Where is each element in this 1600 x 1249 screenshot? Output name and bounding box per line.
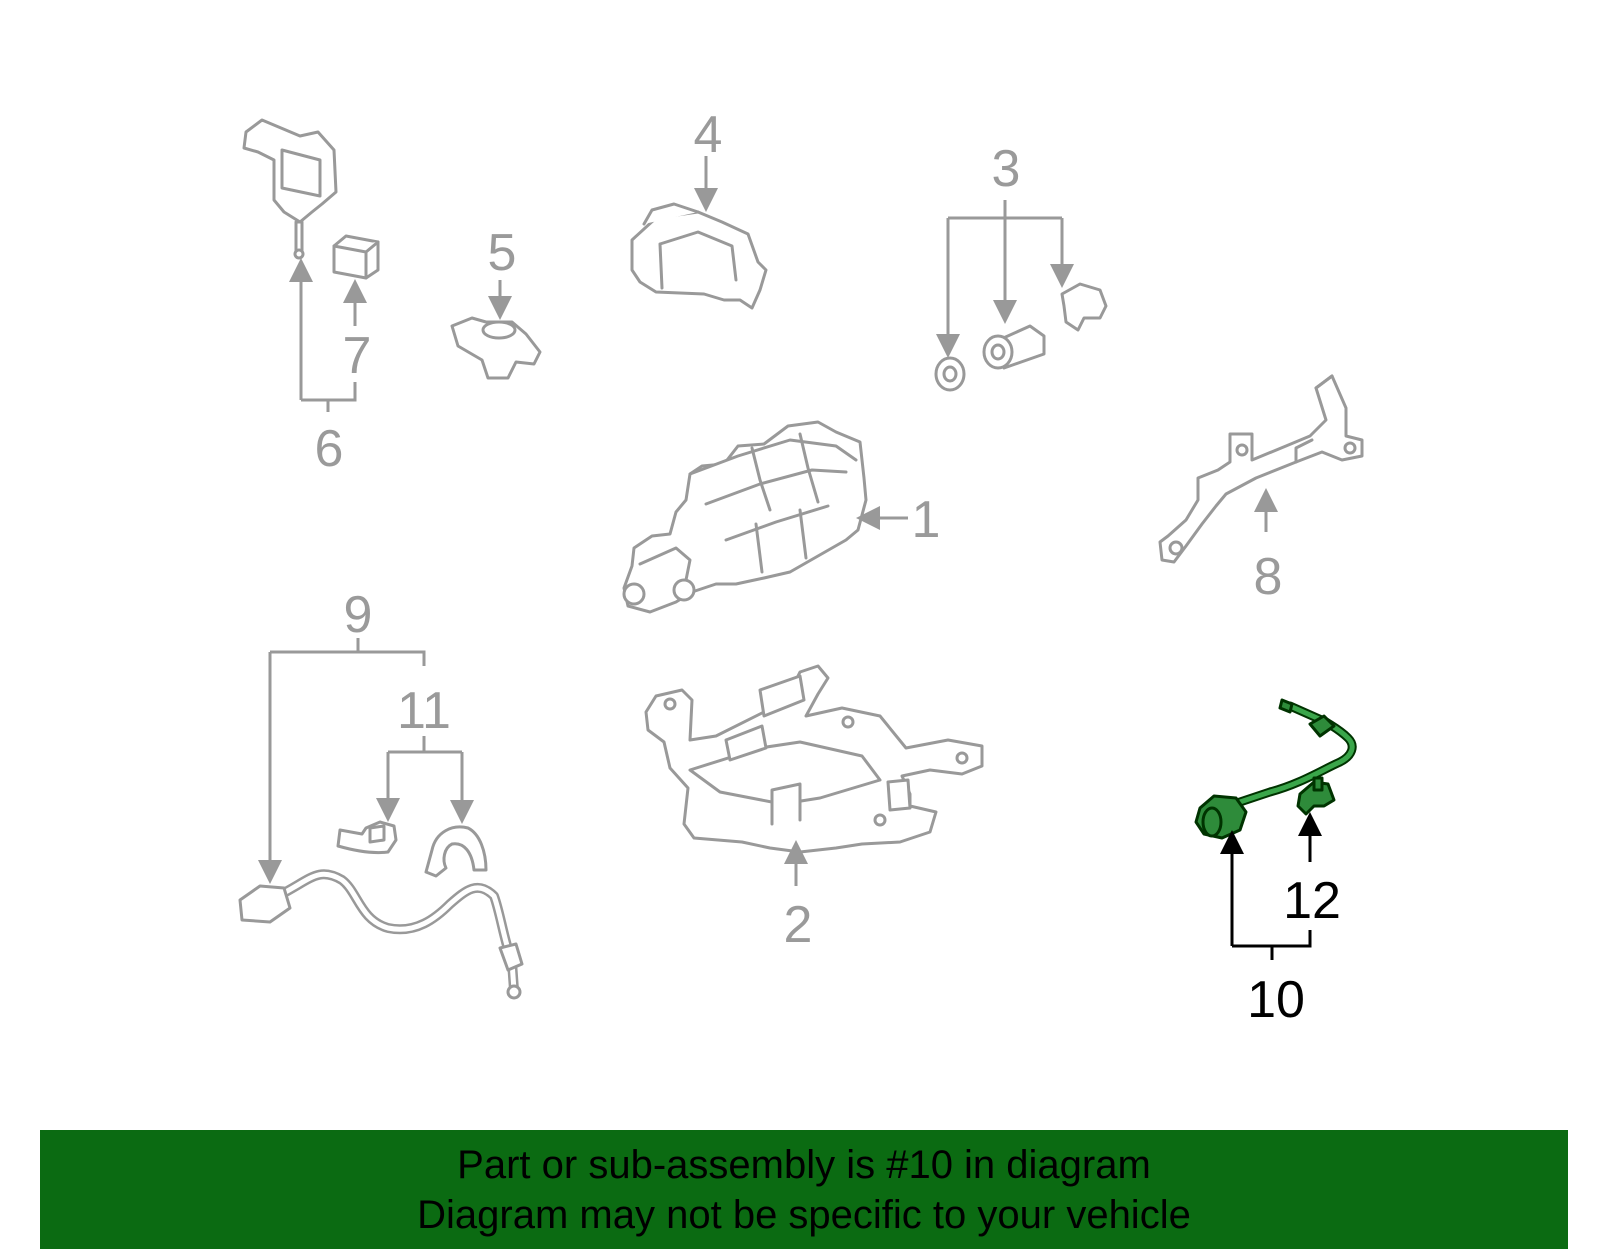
- callout-3: 3: [992, 140, 1021, 198]
- part-12-clip-highlighted: [1296, 776, 1336, 816]
- callout-5: 5: [488, 224, 517, 282]
- part-5-sensor: [450, 316, 542, 380]
- part-10-sensor-highlighted: [1194, 698, 1357, 840]
- callout-9: 9: [344, 586, 373, 644]
- callout-8: 8: [1254, 548, 1283, 606]
- callout-7: 7: [343, 327, 372, 385]
- bracket-6: [301, 382, 357, 402]
- callout-2: 2: [784, 896, 813, 954]
- callout-4: 4: [694, 106, 723, 164]
- part-3-fasteners: [934, 282, 1108, 392]
- part-6-valve: [242, 118, 338, 260]
- part-8-bracket: [1158, 374, 1364, 564]
- banner-line-1: Part or sub-assembly is #10 in diagram: [457, 1143, 1151, 1187]
- part-7-cap: [332, 234, 380, 280]
- callout-10: 10: [1247, 971, 1305, 1029]
- part-4-valve: [630, 202, 768, 310]
- info-banner: Part or sub-assembly is #10 in diagram D…: [40, 1130, 1568, 1249]
- callout-6: 6: [315, 420, 344, 478]
- banner-line-2: Diagram may not be specific to your vehi…: [417, 1193, 1191, 1237]
- parts-diagram: 7 6 5 4 3 1: [238, 106, 1364, 1029]
- part-2-plate: [644, 664, 984, 854]
- callout-12: 12: [1283, 872, 1341, 930]
- part-9-sensor-harness: [238, 869, 524, 1000]
- bracket-10: [1232, 930, 1312, 948]
- callout-1: 1: [912, 491, 941, 549]
- bracket-9: [270, 650, 426, 666]
- part-11-clips: [336, 820, 488, 878]
- part-1-canister: [622, 420, 868, 614]
- callout-11: 11: [397, 682, 451, 740]
